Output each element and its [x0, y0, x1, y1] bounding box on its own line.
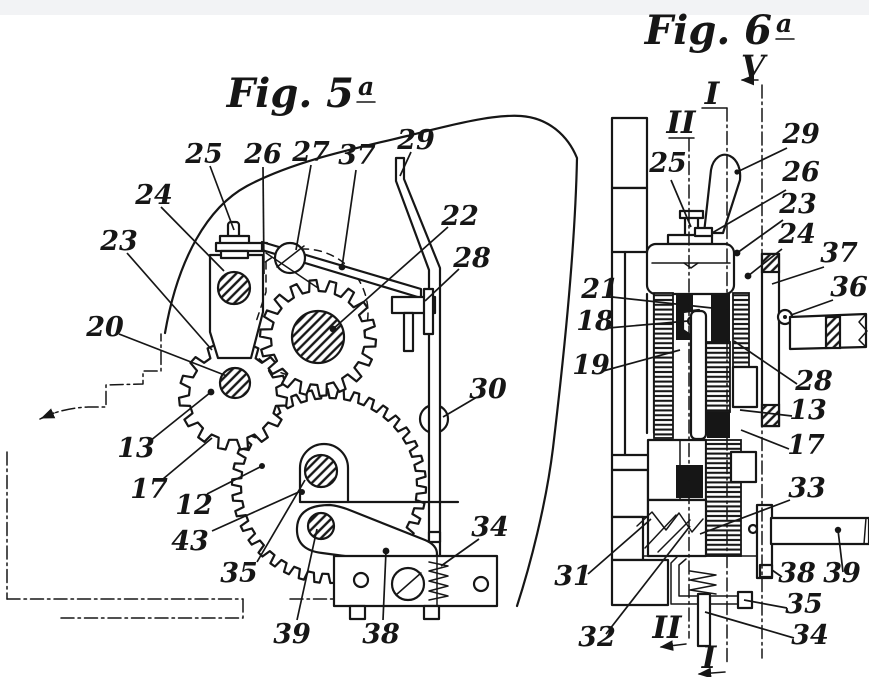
ref-label-13: 13 [117, 433, 155, 464]
ref-label-23: 23 [99, 226, 138, 257]
ref-label-27: 27 [291, 137, 330, 168]
ref-label-39: 39 [823, 558, 861, 589]
ref-label-26: 26 [781, 157, 820, 188]
ref-label-37: 37 [820, 238, 858, 269]
fig6-leader-lines [587, 147, 844, 639]
fig6-title-text: Fig. 6 [644, 7, 772, 54]
fig5-ref-labels: 25 26 27 37 29 24 23 22 28 20 30 13 17 1… [85, 125, 509, 650]
ref-label-29: 29 [396, 125, 435, 156]
ref-label-38: 38 [362, 619, 400, 650]
lower-shaft-39 [747, 503, 869, 580]
fig6-title: Fig. 6 a [644, 7, 795, 54]
ref-label-17: 17 [787, 430, 825, 461]
ref-label-29: 29 [781, 119, 820, 150]
ref-label-30: 30 [469, 374, 507, 405]
ref-label-28: 28 [794, 366, 833, 397]
ref-label-34: 34 [471, 512, 509, 543]
fig6-title-superscript: a [776, 9, 792, 38]
scan-edge-band [0, 0, 869, 15]
housing-outline [163, 114, 579, 608]
gear-band-13 [732, 292, 750, 368]
ref-label-33: 33 [788, 473, 826, 504]
pin-34 [696, 592, 712, 648]
section-label-II-bottom: II [651, 610, 683, 646]
fig6-ref-labels: 29 25 26 23 24 37 36 21 18 19 28 13 17 3… [554, 119, 868, 653]
ref-label-23: 23 [778, 189, 817, 220]
ref-label-22: 22 [440, 201, 479, 232]
ref-label-35: 35 [220, 558, 258, 589]
gear-band-19 [653, 292, 674, 439]
ref-label-20: 20 [85, 312, 124, 343]
ref-label-17: 17 [130, 474, 168, 505]
fig5-title-superscript: a [358, 72, 374, 101]
ref-label-35: 35 [785, 589, 823, 620]
ref-label-32: 32 [578, 622, 616, 653]
section-label-I-top: I [704, 76, 721, 112]
ref-label-12: 12 [175, 490, 213, 521]
ref-label-18: 18 [576, 306, 614, 337]
section-label-II-top: II [665, 105, 697, 141]
bracket-hole [472, 575, 490, 593]
shift-handle-29 [702, 153, 742, 235]
detent-31-32 [636, 511, 704, 553]
section-label-V: V [741, 49, 768, 85]
step-block-28 [731, 365, 759, 409]
spring-34 [428, 561, 449, 601]
ref-label-37: 37 [338, 140, 376, 171]
spring-coil [689, 570, 717, 595]
screw-27 [265, 241, 319, 289]
upper-shaft [788, 312, 868, 351]
figure-6a: V I II II I [554, 7, 869, 677]
fig5-title: Fig. 5 a [226, 70, 376, 117]
ref-label-24: 24 [134, 180, 173, 211]
mounting-bracket [332, 554, 499, 621]
ref-label-36: 36 [830, 272, 868, 303]
ref-label-25: 25 [648, 148, 687, 179]
ref-label-39: 39 [273, 619, 311, 650]
shaft-rod [689, 309, 708, 441]
ref-label-28: 28 [452, 243, 491, 274]
bracket-hole [352, 571, 370, 589]
ref-label-24: 24 [777, 219, 816, 250]
ref-label-21: 21 [580, 274, 619, 305]
ref-label-43: 43 [171, 526, 209, 557]
bracket-post-24 [208, 220, 269, 360]
phantom-frame-outline [6, 333, 337, 619]
ref-label-34: 34 [791, 620, 829, 651]
ref-label-19: 19 [572, 350, 610, 381]
ref-label-13: 13 [789, 395, 827, 426]
hub-22 [290, 309, 346, 365]
hub-20 [218, 366, 252, 400]
spring-bracket-34-35 [670, 555, 754, 648]
section-arrow-II [659, 640, 687, 651]
ref-label-31: 31 [554, 561, 592, 592]
ref-label-26: 26 [243, 139, 282, 170]
figure-5a: 25 26 27 37 29 24 23 22 28 20 30 13 17 1… [6, 70, 579, 650]
side-plate-37 [760, 252, 781, 428]
fig5-leader-lines [118, 151, 480, 621]
section-arrow-I [697, 667, 726, 677]
section-label-I-bottom: I [701, 640, 718, 676]
fig5-title-text: Fig. 5 [226, 70, 354, 117]
ref-label-25: 25 [184, 139, 223, 170]
ref-label-38: 38 [778, 558, 816, 589]
